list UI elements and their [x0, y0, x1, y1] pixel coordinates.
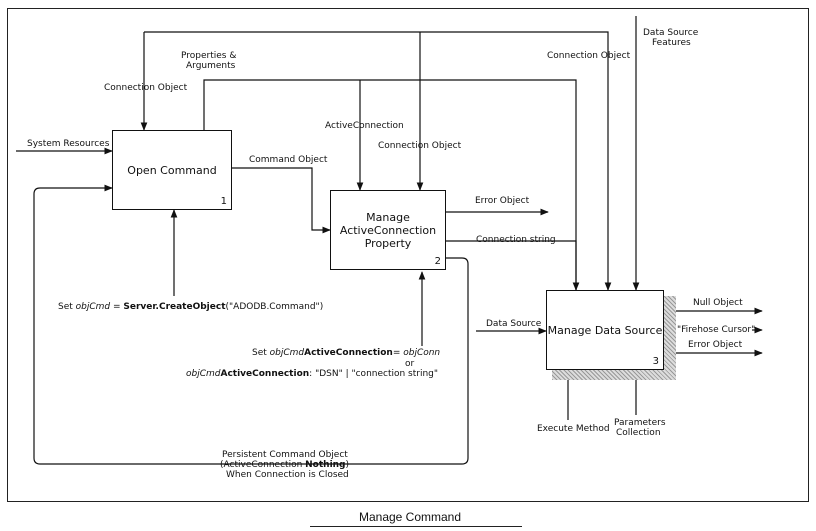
label-properties-1: Properties &: [181, 51, 237, 61]
box-number-3: 3: [652, 356, 659, 367]
dsn-bold: ActiveConnection: [220, 369, 310, 379]
box-number-2: 2: [434, 256, 441, 267]
label-connection-object-right: Connection Object: [547, 51, 631, 61]
label-persistent-2: (ActiveConnection Nothing): [220, 460, 349, 470]
manage-data-source-title: Manage Data Source: [547, 324, 663, 337]
label-persistent-1: Persistent Command Object: [222, 450, 348, 460]
diagram-frame: [7, 8, 809, 502]
arrow-persistent-feedback: [33, 184, 469, 465]
label-or: or: [405, 359, 415, 369]
label-parameters-1: Parameters: [614, 418, 666, 428]
label-persistent-3: When Connection is Closed: [226, 470, 349, 480]
set-cmd-arg: ("ADODB.Command"): [225, 302, 324, 312]
set-cmd-eq: =: [110, 302, 124, 312]
arrow-properties-arguments: [203, 79, 580, 291]
manage-ac-title-3: Property: [364, 237, 412, 250]
set-cmd-var: objCmd: [75, 302, 111, 312]
manage-ac-title-2: ActiveConnection: [339, 224, 437, 237]
set-ac-prefix: Set: [252, 348, 270, 358]
label-data-source-features-2: Features: [652, 38, 691, 48]
arrow-command-object: [232, 167, 331, 234]
box-number-1: 1: [220, 196, 227, 207]
label-connection-string: Connection string: [476, 235, 556, 245]
set-ac-var: objCmd: [269, 348, 305, 358]
set-ac-val: objConn: [403, 348, 441, 358]
label-connection-object-mid: Connection Object: [378, 141, 462, 151]
line-top-bus: [144, 31, 612, 291]
set-ac-bold: ActiveConnection: [304, 348, 393, 358]
label-error-object-2: Error Object: [475, 196, 530, 206]
dsn-var: objCmd: [186, 369, 221, 379]
label-system-resources: System Resources: [27, 139, 110, 149]
manage-active-connection-box: Manage ActiveConnection Property 2: [330, 190, 446, 270]
label-error-object-3: Error Object: [688, 340, 743, 350]
caption-underline: [310, 526, 522, 527]
label-properties-2: Arguments: [186, 61, 236, 71]
set-cmd-bold: Server.CreateObject: [123, 302, 226, 312]
label-firehose-cursor: "Firehose Cursor": [677, 325, 756, 335]
manage-data-source-box: Manage Data Source 3: [546, 290, 664, 370]
label-set-objcmd: Set objCmd = Server.CreateObject("ADODB.…: [58, 302, 323, 312]
figure-caption: Manage Command: [358, 510, 462, 524]
label-set-activeconnection: Set objCmdActiveConnection= objConn: [252, 348, 440, 358]
open-command-title: Open Command: [127, 164, 217, 177]
dsn-rest: : "DSN" | "connection string": [309, 369, 439, 379]
label-connection-object-top: Connection Object: [104, 83, 188, 93]
label-dsn: objCmdActiveConnection: "DSN" | "connect…: [186, 369, 438, 379]
arrow-connection-string: [446, 240, 577, 290]
label-data-source: Data Source: [486, 319, 542, 329]
label-command-object: Command Object: [249, 155, 328, 165]
label-data-source-features-1: Data Source: [643, 28, 699, 38]
label-execute-method: Execute Method: [537, 424, 610, 434]
persistent-2-pre: (ActiveConnection: [220, 460, 306, 470]
persistent-2-bold: Nothing: [305, 460, 346, 470]
set-ac-eq: =: [392, 348, 404, 358]
set-cmd-prefix: Set: [58, 302, 76, 312]
manage-ac-title-1: Manage: [366, 211, 410, 224]
label-active-connection: ActiveConnection: [325, 121, 404, 131]
persistent-2-post: ): [345, 460, 350, 470]
open-command-box: Open Command 1: [112, 130, 232, 210]
label-parameters-2: Collection: [616, 428, 661, 438]
label-null-object: Null Object: [693, 298, 743, 308]
